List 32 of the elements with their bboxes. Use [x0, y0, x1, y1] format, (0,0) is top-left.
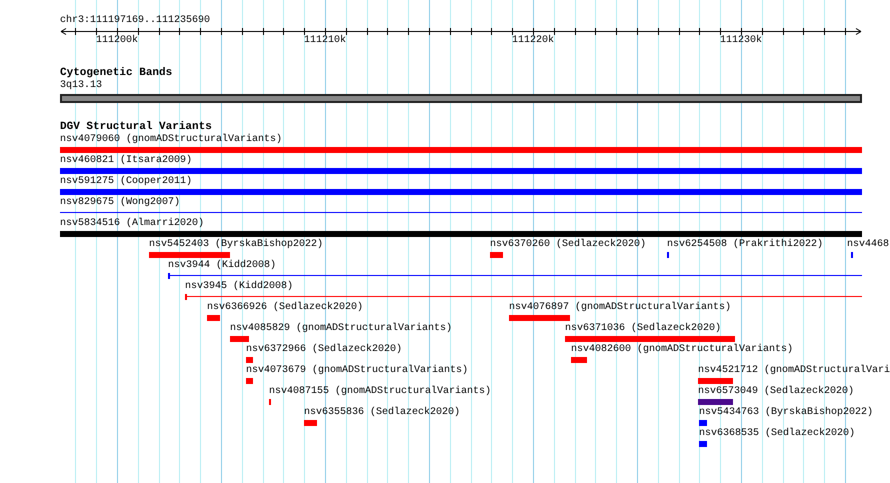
variant-label: nsv6368535 (Sedlazeck2020) [699, 428, 856, 439]
variant-label: nsv4079060 (gnomADStructuralVariants) [60, 134, 282, 145]
band-label: 3q13.13 [60, 80, 102, 91]
variant-label: nsv6573049 (Sedlazeck2020) [698, 386, 854, 397]
variant-label: nsv6371036 (Sedlazeck2020) [565, 323, 722, 334]
tick-label: 111220k [512, 35, 554, 46]
variant-label: nsv4468 [847, 239, 890, 250]
variant-label: nsv591275 (Cooper2011) [60, 176, 192, 187]
variant-label: nsv6355836 (Sedlazeck2020) [304, 407, 460, 418]
variant-label: nsv4076897 (gnomADStructuralVariants) [509, 302, 732, 313]
position-label: chr3:111197169..111235690 [60, 15, 210, 26]
variant-label: nsv4082600 (gnomADStructuralVariants) [571, 344, 794, 355]
variant-label: nsv6254508 (Prakrithi2022) [667, 239, 824, 250]
variant-label: nsv6370260 (Sedlazeck2020) [490, 239, 646, 250]
variant-label: nsv4521712 (gnomADStructuralVari [698, 365, 890, 376]
variant-label: nsv6366926 (Sedlazeck2020) [207, 302, 364, 313]
variant-label: nsv3944 (Kidd2008) [168, 260, 276, 271]
tick-label: 111230k [720, 35, 762, 46]
variant-label: nsv829675 (Wong2007) [60, 197, 180, 208]
tick-label: 111210k [304, 35, 346, 46]
variant-label: nsv4087155 (gnomADStructuralVariants) [269, 386, 492, 397]
variant-label: nsv460821 (Itsara2009) [60, 155, 192, 166]
track-title: Cytogenetic Bands [60, 68, 172, 79]
variant-label: nsv5834516 (Almarri2020) [60, 218, 204, 229]
tick-label: 111200k [96, 35, 138, 46]
variant-label: nsv4073679 (gnomADStructuralVariants) [246, 365, 468, 376]
track-title: DGV Structural Variants [60, 122, 212, 133]
variant-label: nsv5434763 (ByrskaBishop2022) [699, 407, 874, 418]
variant-label: nsv5452403 (ByrskaBishop2022) [149, 239, 324, 250]
variant-label: nsv4085829 (gnomADStructuralVariants) [230, 323, 452, 334]
variant-label: nsv3945 (Kidd2008) [185, 281, 294, 292]
variant-label: nsv6372966 (Sedlazeck2020) [246, 344, 402, 355]
